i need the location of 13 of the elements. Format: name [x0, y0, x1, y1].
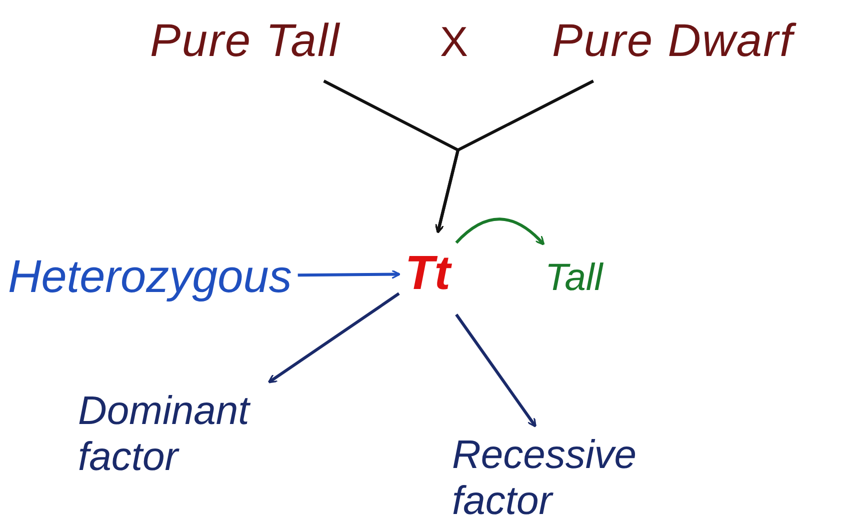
node-text: Recessive factor [452, 432, 692, 524]
node-text: Tall [545, 250, 603, 307]
arrow [455, 314, 536, 428]
arrow [298, 270, 401, 280]
arrow [268, 292, 400, 384]
node-text: Pure Dwarf [552, 6, 794, 75]
arrow [434, 80, 594, 234]
node-text: Heterozygous [8, 242, 292, 311]
node-text: Tt [405, 238, 450, 310]
node-text: Pure Tall [150, 6, 340, 75]
node-text: Dominant factor [78, 388, 308, 480]
arrow [455, 218, 545, 246]
cross-sign: X [440, 17, 468, 67]
